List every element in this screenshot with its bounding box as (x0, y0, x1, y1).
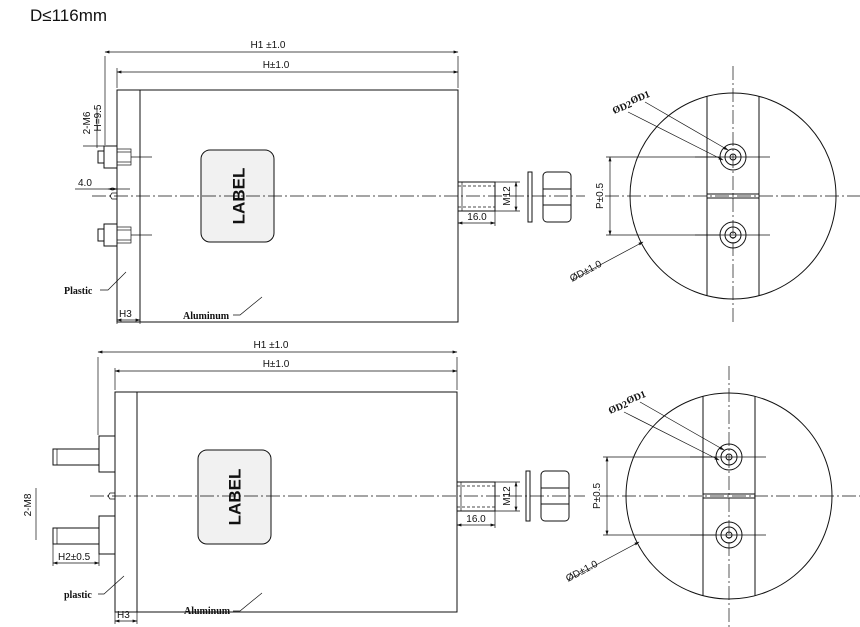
top-washer (527, 171, 533, 223)
bottom-terminal-lower (52, 515, 116, 555)
top-material-aluminum: Aluminum (183, 311, 230, 322)
bottom-label-box (197, 449, 272, 545)
top-terminal-lower (97, 223, 152, 247)
bottom-washer (525, 470, 531, 522)
bottom-end-pitch: P±0.5 (592, 483, 603, 509)
bottom-side-view: LABEL H1 ±1.0 H±1. (23, 340, 585, 624)
top-dim-h: H±1.0 (263, 60, 290, 71)
top-side-view: LABEL (64, 40, 585, 324)
bottom-end-diameter: ØD±1.0 (564, 559, 600, 585)
top-dim-h3: H3 (119, 309, 132, 320)
bottom-aluminum-can (114, 391, 458, 613)
bottom-vent (107, 492, 115, 500)
top-hex-nut (542, 171, 572, 223)
bottom-terminal-thread: 2-M8 (23, 493, 34, 516)
bottom-dim-h2: H2±0.5 (58, 552, 91, 563)
top-end-diameter: ØD±1.0 (568, 259, 604, 285)
bottom-stud-thread: M12 (502, 486, 513, 506)
bottom-label-text: LABEL (225, 469, 244, 526)
top-stud-length: 16.0 (467, 212, 487, 223)
top-material-plastic: Plastic (64, 286, 93, 297)
top-vent (109, 192, 117, 200)
top-terminal-upper (97, 145, 152, 169)
top-stud (457, 181, 496, 212)
top-terminal-height: H=9.5 (93, 104, 104, 131)
top-terminal-thread: 2-M6 (82, 111, 93, 134)
top-end-pitch: P±0.5 (595, 183, 606, 209)
top-end-d2: ØD2 (611, 99, 634, 117)
top-aluminum-can (116, 89, 459, 323)
top-stud-thread: M12 (502, 186, 513, 206)
top-dim-offset: 4.0 (78, 178, 92, 189)
bottom-stud-length: 16.0 (466, 514, 486, 525)
top-end-view: ØD1 ØD2 P±0.5 ØD±1.0 (568, 66, 860, 325)
bottom-terminal-upper (52, 435, 116, 473)
bottom-material-plastic: plastic (64, 590, 92, 601)
page-title: D≤116mm (30, 6, 108, 25)
top-label-text: LABEL (229, 168, 248, 225)
bottom-dim-h1: H1 ±1.0 (254, 340, 289, 351)
bottom-dim-h: H±1.0 (263, 359, 290, 370)
bottom-stud (456, 481, 496, 512)
bottom-end-d2: ØD2 (607, 399, 630, 417)
top-dim-h1: H1 ±1.0 (251, 40, 286, 51)
bottom-dim-h3: H3 (117, 610, 130, 621)
bottom-end-view: ØD1 ØD2 P±0.5 ØD±1.0 (564, 366, 860, 627)
bottom-material-aluminum: Aluminum (184, 606, 231, 617)
bottom-hex-nut (540, 470, 570, 522)
